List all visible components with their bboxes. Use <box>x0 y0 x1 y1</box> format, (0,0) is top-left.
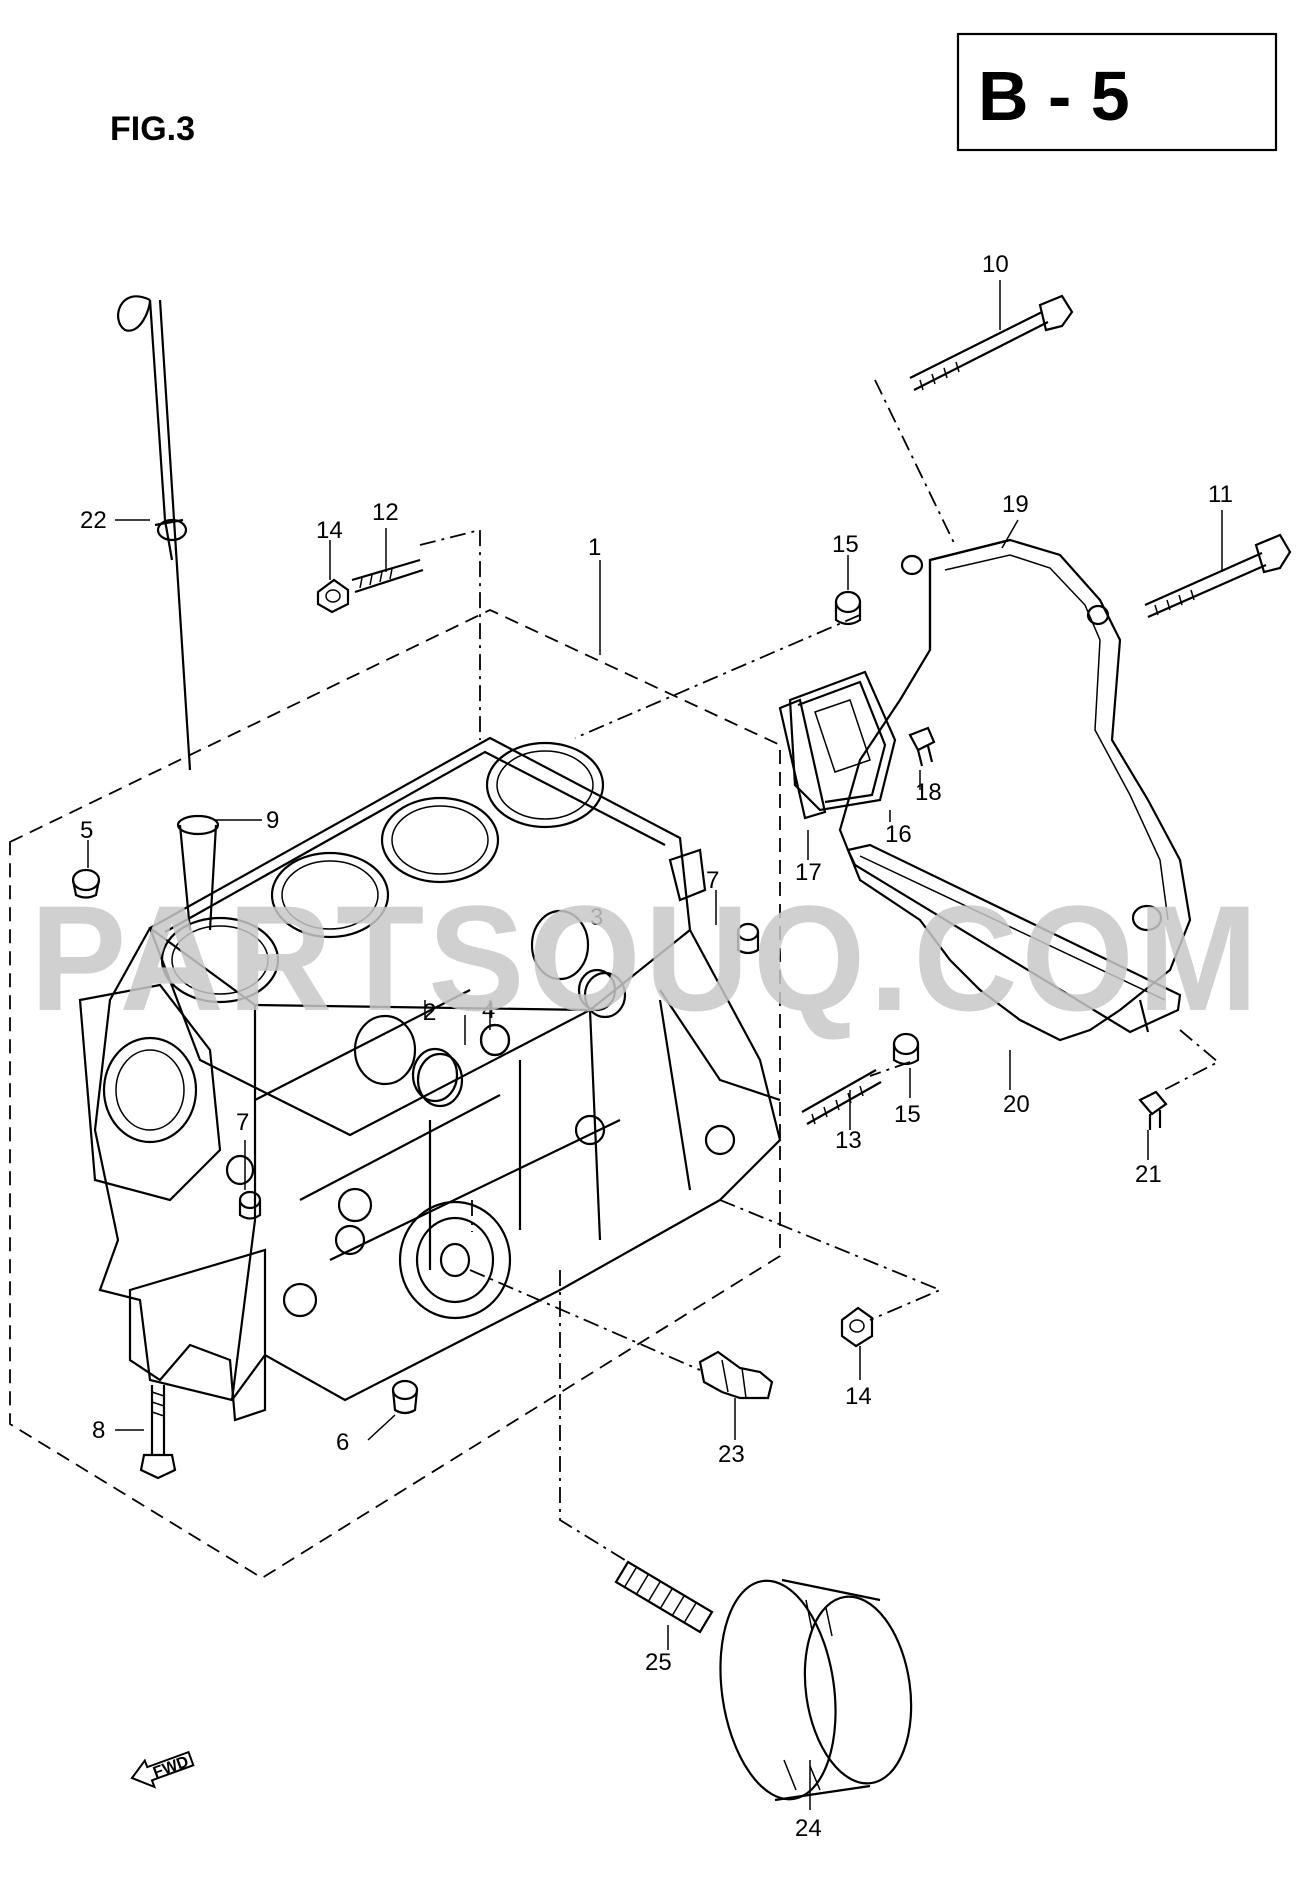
figure-label: FIG.3 <box>110 110 195 148</box>
bolt-10 <box>909 294 1074 391</box>
callout-15-top: 15 <box>832 531 859 558</box>
callout-labels: 1 2 3 4 5 6 7 7 8 9 10 11 12 13 14 14 15… <box>80 251 1233 1842</box>
callout-16: 16 <box>885 821 912 848</box>
forward-arrow-icon: FWD <box>130 1750 195 1789</box>
callout-25: 25 <box>645 1649 672 1676</box>
callout-6: 6 <box>336 1429 349 1456</box>
callout-12: 12 <box>372 499 399 526</box>
callout-2: 2 <box>423 999 436 1026</box>
bolt-11 <box>1144 533 1292 619</box>
callout-7-left: 7 <box>236 1109 249 1136</box>
stud-12 <box>351 558 424 594</box>
gasket-17 <box>778 698 827 820</box>
callout-15-bottom: 15 <box>894 1101 921 1128</box>
oil-level-gauge <box>117 295 192 771</box>
oil-filter-24 <box>719 1578 913 1802</box>
plug-2 <box>416 1052 464 1108</box>
assembly-leaders <box>419 379 1220 1563</box>
nut-14-bottom <box>840 1306 874 1348</box>
page-code-box: B - 5 <box>956 32 1278 152</box>
dowel-15-top <box>834 590 862 626</box>
callout-5: 5 <box>80 817 93 844</box>
oil-pressure-switch-23 <box>698 1350 774 1400</box>
callout-9: 9 <box>266 807 279 834</box>
watermark: PARTSOUQ.COM <box>30 874 1262 1042</box>
plug-6 <box>391 1379 419 1415</box>
bolt-8 <box>139 1385 177 1480</box>
callout-11: 11 <box>1208 481 1233 508</box>
callout-leaders <box>87 280 1223 1810</box>
plug-3 <box>583 971 627 1019</box>
union-bolt-25 <box>614 1560 714 1634</box>
callout-21: 21 <box>1135 1161 1162 1188</box>
page-code: B - 5 <box>978 57 1130 135</box>
callout-20: 20 <box>1003 1091 1030 1118</box>
bolt-18 <box>908 726 936 767</box>
block-envelope <box>9 609 781 1580</box>
callout-8: 8 <box>92 1417 105 1444</box>
callout-1: 1 <box>588 534 601 561</box>
callout-18: 18 <box>915 779 942 806</box>
callout-24: 24 <box>795 1815 822 1842</box>
callout-14-top: 14 <box>316 517 343 544</box>
plug-5 <box>71 868 101 899</box>
callout-7-right: 7 <box>706 867 719 894</box>
fwd-label: FWD <box>151 1753 191 1781</box>
cylinder-block <box>78 736 782 1422</box>
gauge-guide <box>176 814 220 931</box>
oil-seal-housing-16 <box>788 670 897 812</box>
bolt-21 <box>1138 1090 1168 1130</box>
stud-13 <box>801 1069 882 1125</box>
plug-4 <box>479 1023 511 1057</box>
callout-19: 19 <box>1002 491 1029 518</box>
callout-10: 10 <box>982 251 1009 278</box>
callout-22: 22 <box>80 507 107 534</box>
callout-4: 4 <box>482 997 495 1024</box>
callout-17: 17 <box>795 859 822 886</box>
dowel-pin-7-right <box>736 922 760 955</box>
callout-3: 3 <box>590 904 603 931</box>
callout-13: 13 <box>835 1127 862 1154</box>
lower-cover-20 <box>846 843 1182 1034</box>
callout-14-bottom: 14 <box>845 1383 872 1410</box>
nut-14-top <box>316 578 350 614</box>
callout-23: 23 <box>718 1441 745 1468</box>
dowel-pin-7-left <box>238 1190 262 1220</box>
